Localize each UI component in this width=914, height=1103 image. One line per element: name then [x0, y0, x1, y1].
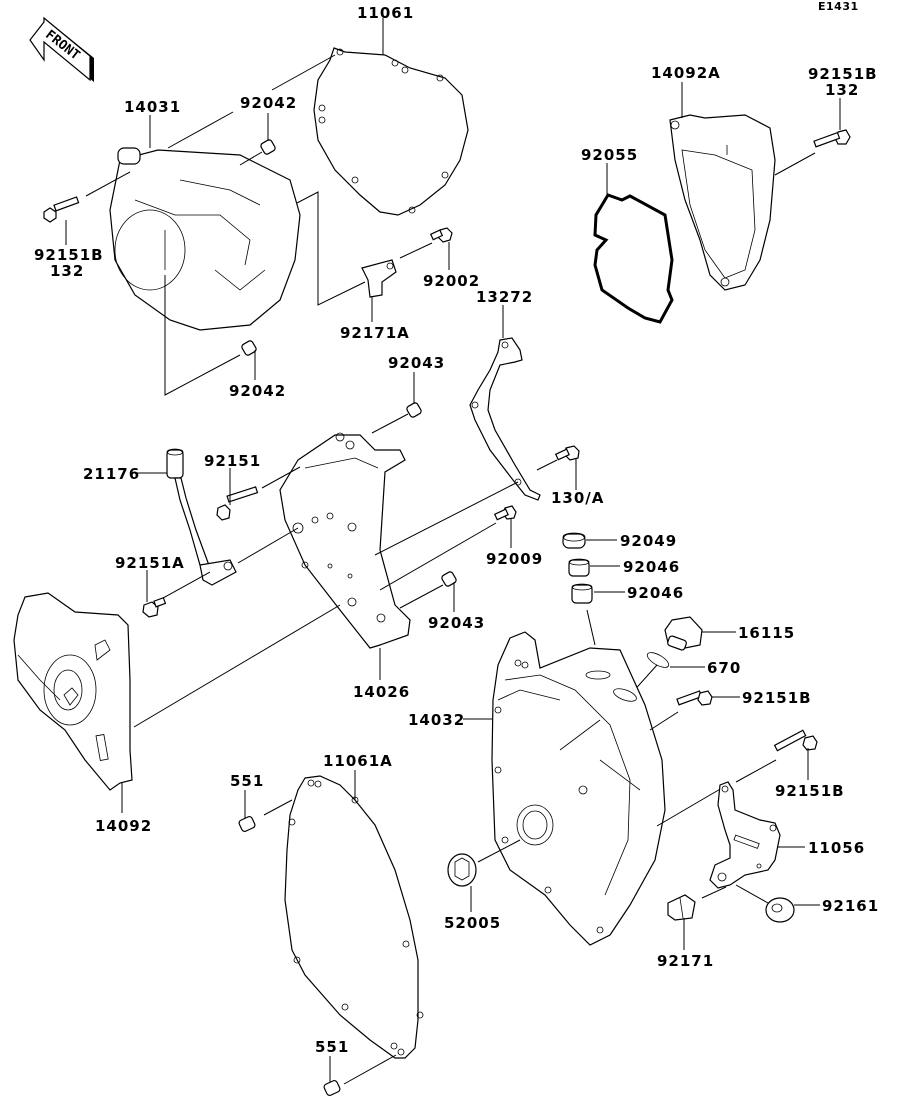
- label-92043-top: 92043: [388, 354, 445, 372]
- part-92171-clip[interactable]: [667, 894, 696, 921]
- label-92151A: 92151A: [115, 554, 185, 572]
- part-551-dowel-top[interactable]: [238, 815, 256, 833]
- label-92151B-left: 92151B: [34, 246, 104, 264]
- label-92171A: 92171A: [340, 324, 410, 342]
- part-21176-sensor[interactable]: [166, 448, 237, 586]
- label-16115: 16115: [738, 624, 795, 642]
- label-52005: 52005: [444, 914, 501, 932]
- part-14092A-cover[interactable]: [669, 114, 776, 291]
- label-14031: 14031: [124, 98, 181, 116]
- label-92171: 92171: [657, 952, 714, 970]
- part-92042-dowel-bottom[interactable]: [241, 340, 257, 356]
- label-14092A: 14092A: [651, 64, 721, 82]
- label-92009: 92009: [486, 550, 543, 568]
- part-92046-bearing-a[interactable]: [568, 558, 590, 577]
- part-92161-grommet[interactable]: [765, 897, 795, 923]
- part-14092-pulser-cover[interactable]: [13, 592, 133, 791]
- part-92002-bolt[interactable]: [429, 227, 453, 243]
- label-11056: 11056: [808, 839, 865, 857]
- label-92046-b: 92046: [627, 584, 684, 602]
- label-92151B-mid: 92151B: [742, 689, 812, 707]
- diagram-code: E1431: [818, 0, 859, 13]
- part-551-dowel-bottom[interactable]: [323, 1079, 341, 1097]
- label-92042-top: 92042: [240, 94, 297, 112]
- part-14032-clutch-cover[interactable]: [491, 631, 666, 946]
- label-92043-bottom: 92043: [428, 614, 485, 632]
- label-551-bottom: 551: [315, 1038, 349, 1056]
- part-14031-generator-cover[interactable]: [109, 147, 301, 331]
- part-92049-seal[interactable]: [562, 532, 586, 549]
- label-551-top: 551: [230, 772, 264, 790]
- label-92161: 92161: [822, 897, 879, 915]
- part-92151B-bolt-left[interactable]: [43, 196, 80, 223]
- part-92009-bolt[interactable]: [493, 505, 517, 521]
- part-670-o-ring[interactable]: [645, 650, 671, 671]
- label-92042-bottom: 92042: [229, 382, 286, 400]
- label-11061: 11061: [357, 4, 414, 22]
- part-92055-gasket[interactable]: [593, 193, 674, 324]
- label-21176: 21176: [83, 465, 140, 483]
- label-92151B-lower: 92151B: [775, 782, 845, 800]
- part-11061A-gasket[interactable]: [284, 775, 424, 1059]
- part-11061-gasket[interactable]: [313, 47, 469, 216]
- part-92151-bolt[interactable]: [216, 486, 259, 521]
- label-13272: 13272: [476, 288, 533, 306]
- label-14026: 14026: [353, 683, 410, 701]
- label-92151B-right: 92151B: [808, 65, 878, 83]
- part-92042-dowel-top[interactable]: [260, 139, 276, 155]
- part-92151B-bolt-mid[interactable]: [676, 690, 713, 706]
- label-11061A: 11061A: [323, 752, 393, 770]
- label-130A: 130/A: [551, 489, 604, 507]
- label-132-right: 132: [825, 81, 859, 99]
- label-92046-a: 92046: [623, 558, 680, 576]
- front-arrow-icon: FRONT: [29, 16, 94, 82]
- part-130A-bolt[interactable]: [554, 445, 580, 461]
- label-14092: 14092: [95, 817, 152, 835]
- part-92151B-bolt-right[interactable]: [813, 129, 851, 148]
- part-14026-cover[interactable]: [279, 432, 411, 649]
- label-92049: 92049: [620, 532, 677, 550]
- label-14032: 14032: [408, 711, 465, 729]
- label-132-left: 132: [50, 262, 84, 280]
- part-92046-bearing-b[interactable]: [571, 583, 593, 604]
- part-52005-cap[interactable]: [447, 853, 477, 887]
- part-13272-guide[interactable]: [469, 337, 541, 501]
- label-92002: 92002: [423, 272, 480, 290]
- label-670: 670: [707, 659, 741, 677]
- part-92171A-clip[interactable]: [361, 259, 397, 298]
- part-92043-dowel-top[interactable]: [406, 402, 422, 418]
- label-92151: 92151: [204, 452, 261, 470]
- part-92043-dowel-bottom[interactable]: [441, 571, 457, 587]
- part-92151A-bolt[interactable]: [142, 596, 167, 618]
- part-11056-bracket[interactable]: [709, 781, 781, 889]
- label-92055: 92055: [581, 146, 638, 164]
- part-16115-cap[interactable]: [664, 616, 703, 651]
- part-92151B-bolt-lower[interactable]: [773, 729, 818, 752]
